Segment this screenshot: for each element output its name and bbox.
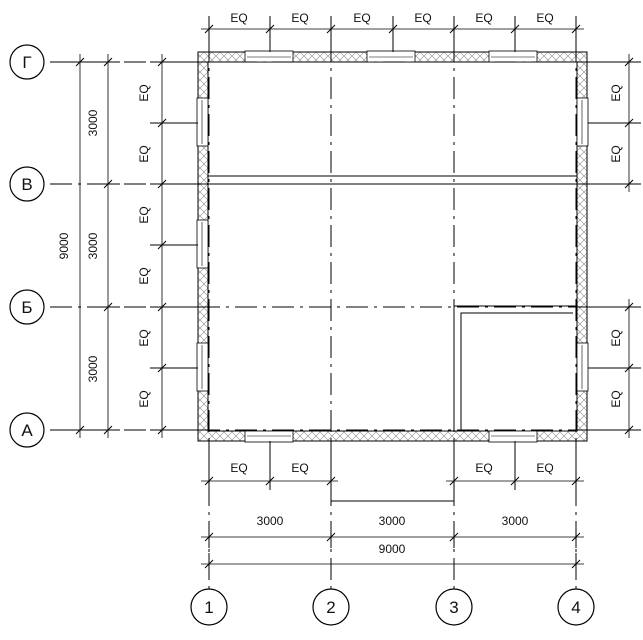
- svg-text:EQ: EQ: [137, 390, 151, 407]
- window: [576, 97, 589, 147]
- grid-bubble-col-1: 1: [190, 588, 228, 626]
- wall-hatch: [197, 51, 588, 442]
- grid-bubbles-columns: 1 2 3 4: [190, 588, 595, 626]
- svg-text:EQ: EQ: [230, 11, 247, 25]
- svg-text:3000: 3000: [502, 514, 529, 528]
- svg-text:EQ: EQ: [291, 461, 308, 475]
- window-glazing: [201, 56, 583, 437]
- partition: [207, 175, 578, 185]
- window: [488, 430, 538, 443]
- svg-text:3: 3: [449, 598, 458, 617]
- exterior-walls: [197, 51, 588, 442]
- window: [244, 430, 294, 443]
- grid-bubble-col-2: 2: [312, 588, 350, 626]
- grid-bubble-row-4: А: [9, 412, 45, 448]
- svg-text:4: 4: [571, 598, 580, 617]
- svg-text:EQ: EQ: [137, 145, 151, 162]
- grid-bubble-row-2: В: [9, 166, 45, 202]
- svg-text:А: А: [21, 421, 33, 440]
- svg-text:EQ: EQ: [475, 461, 492, 475]
- dim-left-total: 9000: [57, 54, 90, 438]
- svg-text:3000: 3000: [257, 514, 284, 528]
- dim-bottom-total: 9000: [201, 542, 584, 575]
- svg-text:EQ: EQ: [609, 390, 623, 407]
- grid-axes: [50, 40, 600, 590]
- svg-text:EQ: EQ: [609, 329, 623, 346]
- svg-text:3000: 3000: [86, 109, 100, 136]
- window: [366, 50, 416, 63]
- svg-text:3000: 3000: [379, 514, 406, 528]
- entrance-step: [330, 441, 455, 502]
- svg-text:EQ: EQ: [137, 84, 151, 101]
- dim-right-eq: EQ EQ EQ EQ: [588, 54, 641, 438]
- svg-text:3000: 3000: [86, 232, 100, 259]
- svg-text:2: 2: [326, 598, 335, 617]
- partition-room: [453, 305, 577, 431]
- svg-text:EQ: EQ: [414, 11, 431, 25]
- dim-left-spans: 3000 3000 3000: [86, 54, 120, 438]
- grid-bubble-col-4: 4: [557, 588, 595, 626]
- interior-walls: [207, 175, 578, 502]
- svg-text:EQ: EQ: [609, 145, 623, 162]
- svg-text:Г: Г: [22, 53, 31, 72]
- window: [196, 342, 209, 392]
- svg-text:EQ: EQ: [353, 11, 370, 25]
- svg-text:EQ: EQ: [137, 267, 151, 284]
- svg-text:EQ: EQ: [291, 11, 308, 25]
- window: [488, 50, 538, 63]
- window: [576, 342, 589, 392]
- svg-text:EQ: EQ: [230, 461, 247, 475]
- dim-bottom-eq: EQ EQ EQ EQ: [201, 441, 584, 490]
- window: [244, 50, 294, 63]
- grid-bubble-row-3: Б: [9, 289, 45, 325]
- grid-bubbles-rows: Г В Б А: [9, 44, 45, 448]
- svg-text:Б: Б: [21, 298, 32, 317]
- svg-text:EQ: EQ: [609, 84, 623, 101]
- grid-bubble-col-3: 3: [435, 588, 473, 626]
- svg-text:В: В: [21, 175, 32, 194]
- svg-text:3000: 3000: [86, 355, 100, 382]
- svg-text:EQ: EQ: [536, 11, 553, 25]
- dim-top-eq: EQ EQ EQ EQ EQ EQ: [201, 11, 584, 52]
- svg-text:EQ: EQ: [475, 11, 492, 25]
- window: [196, 97, 209, 147]
- dim-left-eq: EQ EQ EQ EQ EQ EQ: [137, 54, 198, 438]
- partition-room-inner: [460, 312, 573, 431]
- svg-text:1: 1: [204, 598, 213, 617]
- svg-text:EQ: EQ: [536, 461, 553, 475]
- svg-text:9000: 9000: [379, 542, 406, 556]
- dim-bottom-spans: 3000 3000 3000: [201, 514, 584, 548]
- grid-bubble-row-1: Г: [9, 44, 45, 80]
- window: [196, 219, 209, 269]
- svg-text:9000: 9000: [57, 232, 71, 259]
- windows: [196, 50, 589, 443]
- svg-text:EQ: EQ: [137, 206, 151, 223]
- svg-text:EQ: EQ: [137, 329, 151, 346]
